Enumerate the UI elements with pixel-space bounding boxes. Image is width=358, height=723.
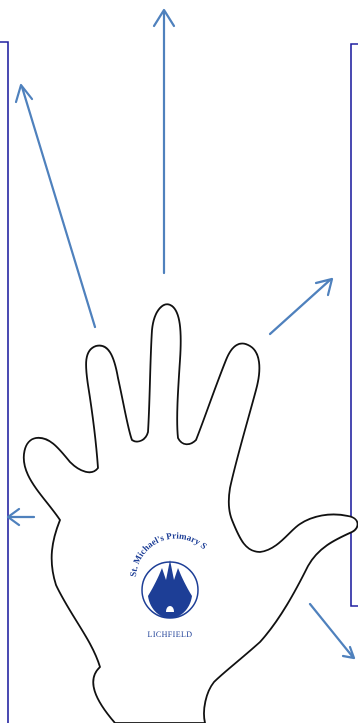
- arrow-left: [8, 509, 34, 525]
- arrow-upper-right: [270, 279, 332, 334]
- arrow-lower-right: [310, 604, 354, 658]
- logo-bottom-text: LICHFIELD: [148, 630, 193, 639]
- hand-outline: [24, 304, 358, 723]
- arrow-upper-left: [16, 85, 95, 327]
- left-box: [0, 42, 8, 723]
- arrow-up: [154, 10, 174, 273]
